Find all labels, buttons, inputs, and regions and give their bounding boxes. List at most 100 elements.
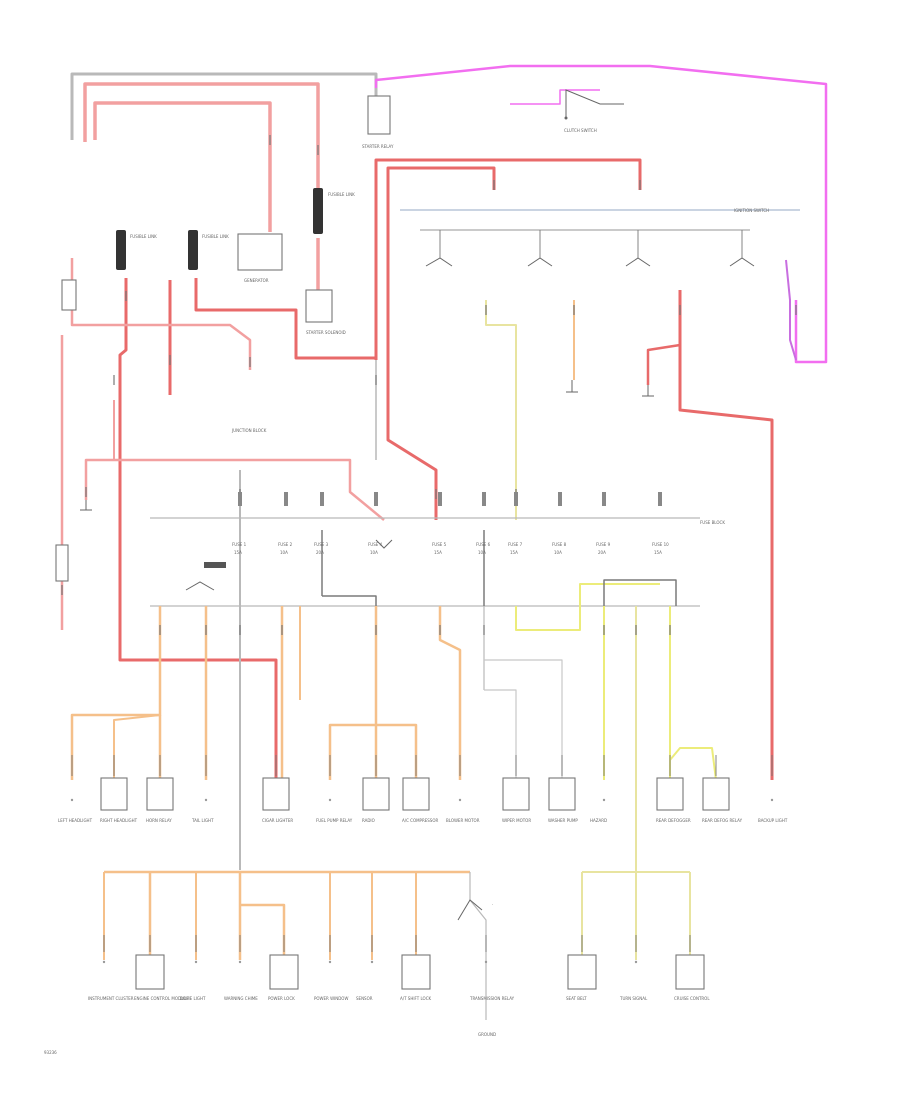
- component-box: [269, 954, 299, 990]
- page-number: 93236: [44, 1050, 57, 1055]
- component-box: [135, 954, 165, 990]
- component-box: [402, 777, 430, 811]
- wire-red-to-fuseblock: [84, 458, 385, 521]
- ground-symbols: GROUND: [80, 380, 654, 1037]
- fuse-id: FUSE 2: [278, 542, 293, 547]
- splice-dot: [484, 960, 488, 964]
- row2-component: TURN SIGNAL: [619, 935, 648, 1001]
- splice-dot: [634, 960, 638, 964]
- wire-red-ign-feed2: [386, 166, 496, 520]
- component-label: BACKUP LIGHT: [758, 818, 788, 823]
- row1-component: FUEL PUMP RELAY: [316, 755, 353, 823]
- wire-red-ign-feed: [374, 158, 642, 360]
- row2-component: SENSOR: [356, 935, 374, 1001]
- component-label: ENGINE CONTROL MODULE: [134, 996, 189, 1001]
- fuse-rating: 15A: [234, 550, 242, 555]
- row1-component: REAR DEFOG RELAY: [702, 755, 743, 823]
- clutch-switch-contact: [564, 116, 568, 120]
- wire-row1-yellow-r: [669, 747, 717, 781]
- component-label: TRANSMISSION RELAY: [469, 996, 515, 1001]
- component-label: CIGAR LIGHTER: [262, 818, 293, 823]
- wire-row1-orange-k: [438, 606, 462, 780]
- splice-dot: [770, 798, 774, 802]
- fuse-rating: 20A: [598, 550, 606, 555]
- fuse-block-switch-1: [185, 581, 215, 591]
- component-label: LEFT HEADLIGHT: [58, 818, 93, 823]
- fuse-rating: 15A: [434, 550, 442, 555]
- fuse-id: FUSE 9: [596, 542, 611, 547]
- wire-row1-orange-a: [70, 606, 162, 780]
- fuse-id: FUSE 10: [652, 542, 669, 547]
- fuse-element: [374, 492, 378, 506]
- ignition-switch: IGNITION SWITCH: [425, 208, 769, 267]
- row1-component: LEFT HEADLIGHT: [58, 755, 93, 823]
- row1-component: REAR DEFOGGER: [656, 755, 691, 823]
- generator-label: GENERATOR: [244, 278, 269, 283]
- wire-row1-gray-n: [484, 659, 563, 780]
- fuse-element: [658, 492, 662, 506]
- fusible-link-3-label: FUSIBLE LINK: [328, 192, 355, 197]
- major-components: STARTER RELAY GENERATOR STARTER SOLENOID…: [55, 89, 769, 921]
- starter-label: STARTER SOLENOID: [306, 330, 346, 335]
- starter-relay-label: STARTER RELAY: [362, 144, 394, 149]
- fusible-links: FUSIBLE LINK FUSIBLE LINK FUSIBLE LINK: [116, 188, 355, 270]
- row1-component: A/C COMPRESSOR: [402, 755, 438, 823]
- row2-component: A/T SHIFT LOCK: [400, 935, 431, 1001]
- fuse-id: FUSE 3: [314, 542, 329, 547]
- splice-dot: [194, 960, 198, 964]
- wire-fb-gray-3: [322, 595, 377, 606]
- wire-pink-clutch: [510, 89, 600, 105]
- row1-component: CIGAR LIGHTER: [262, 755, 293, 823]
- ground-symbol-3: [80, 500, 92, 511]
- component-box: [567, 954, 597, 990]
- fuse-block-label: FUSE BLOCK: [700, 520, 725, 525]
- wire-red-top-inner: [93, 101, 272, 232]
- row1-component: HORN RELAY: [146, 755, 174, 823]
- component-label: TAIL LIGHT: [191, 818, 214, 823]
- component-label: REAR DEFOG RELAY: [702, 818, 743, 823]
- component-label: HORN RELAY: [146, 818, 172, 823]
- row1-component: WIPER MOTOR: [502, 755, 531, 823]
- component-label: WIPER MOTOR: [502, 818, 531, 823]
- clutch-switch-symbol: [565, 89, 624, 118]
- ground-symbol-2: [642, 385, 654, 397]
- wire-red-right-long: [678, 290, 774, 780]
- component-label: REAR DEFOGGER: [656, 818, 691, 823]
- fuse-element: [238, 492, 242, 506]
- component-label: A/C COMPRESSOR: [402, 818, 438, 823]
- component-label: RIGHT HEADLIGHT: [100, 818, 138, 823]
- splice-dot: [458, 798, 462, 802]
- row1-component: RIGHT HEADLIGHT: [100, 755, 138, 823]
- component-box: [675, 954, 705, 990]
- component-label: HAZARD: [590, 818, 607, 823]
- starter-box: [305, 289, 333, 323]
- component-label: CRUISE CONTROL: [674, 996, 710, 1001]
- wire-layer: [60, 64, 828, 1020]
- row1-component: RADIO: [362, 755, 390, 823]
- wire-row1-orange-b: [113, 714, 161, 780]
- door-switch-symbol: [457, 899, 483, 921]
- fuse-id: FUSE 1: [232, 542, 247, 547]
- component-box: [656, 777, 684, 811]
- fuse-rating: 10A: [478, 550, 486, 555]
- row2-component: SEAT BELT: [566, 935, 597, 1001]
- fusible-link-2-label: FUSIBLE LINK: [202, 234, 229, 239]
- wire-row1-orange-j: [376, 723, 418, 780]
- splice-dot: [204, 798, 208, 802]
- fuse-id: FUSE 6: [476, 542, 491, 547]
- wire-pink-top: [374, 64, 828, 364]
- row2-component: TRANSMISSION RELAY: [469, 935, 515, 1001]
- fuse-rating: 15A: [654, 550, 662, 555]
- component-label: POWER WINDOW: [314, 996, 348, 1001]
- component-box: [146, 777, 174, 811]
- fuse-element: [320, 492, 324, 506]
- splice-dot: [328, 798, 332, 802]
- wire-red-left-feed: [70, 258, 252, 370]
